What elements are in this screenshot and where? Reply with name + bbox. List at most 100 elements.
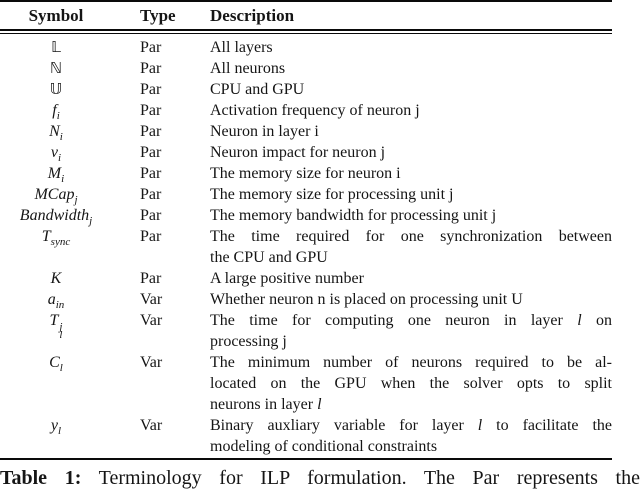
- description-line: located on the GPU when the solver opts …: [210, 375, 612, 392]
- description-line: The memory size for processing unit j: [210, 186, 454, 203]
- caption-text: Terminology for ILP formulation. The Par…: [98, 467, 640, 489]
- col-header-description: Description: [210, 6, 295, 25]
- symbol-base: T: [49, 312, 59, 329]
- type-cell: Par: [140, 39, 162, 56]
- symbol-cell: fi: [0, 100, 112, 122]
- description-cell: Neuron in layer i: [210, 121, 612, 142]
- description-line: The memory bandwidth for processing unit…: [210, 207, 497, 224]
- description-line: Whether neuron n is placed on processing…: [210, 291, 523, 308]
- description-cell: The minimum number of neurons required t…: [210, 352, 612, 415]
- caption-label: Table 1:: [0, 467, 82, 489]
- symbol-subscript: j: [89, 215, 93, 227]
- col-header-symbol: Symbol: [28, 6, 84, 25]
- symbol-subscript: i: [61, 173, 65, 185]
- table-top-rule: [0, 0, 612, 2]
- symbol-base: K: [50, 270, 62, 287]
- type-cell: Par: [140, 144, 162, 161]
- symbol-subscript: j: [74, 194, 78, 206]
- description-line: All neurons: [210, 60, 286, 77]
- symbol-cell: vi: [0, 142, 112, 164]
- symbol-subscript: in: [55, 299, 65, 311]
- type-cell: Par: [140, 165, 162, 182]
- type-cell: Var: [140, 312, 163, 329]
- type-cell: Par: [140, 81, 162, 98]
- description-line: Activation frequency of neuron j: [210, 102, 420, 119]
- table-row: K Par A large positive number: [0, 268, 640, 289]
- symbol-cell: Bandwidthj: [0, 205, 112, 227]
- symbol-base: N: [49, 123, 60, 140]
- description-line: Binary auxliary variable for layer l to …: [210, 417, 613, 434]
- description-cell: The memory bandwidth for processing unit…: [210, 205, 612, 226]
- symbol-superscript: j: [59, 321, 63, 333]
- symbol-base: M: [47, 165, 62, 182]
- symbol-cell: 𝕃: [0, 37, 112, 58]
- type-cell: Par: [140, 102, 162, 119]
- description-line: neurons in layer l: [210, 396, 322, 413]
- symbol-base: 𝕃: [51, 38, 61, 56]
- description-line: Neuron in layer i: [210, 123, 319, 140]
- table-row: 𝕃 Par All layers: [0, 37, 640, 58]
- symbol-cell: 𝕌: [0, 79, 112, 100]
- description-line: A large positive number: [210, 270, 364, 287]
- type-cell: Par: [140, 60, 162, 77]
- table-row: MCapj Par The memory size for processing u…: [0, 184, 640, 206]
- description-line: processing j: [210, 333, 287, 350]
- symbol-base: C: [49, 354, 60, 371]
- table-header-row: Symbol Type Description: [0, 2, 640, 29]
- symbol-base: f: [52, 102, 57, 119]
- table-caption: Table 1: Terminology for ILP formulation…: [0, 466, 640, 491]
- table-row: Tsync Par The time required for one synchr…: [0, 226, 640, 268]
- table-row: vi Par Neuron impact for neuron j: [0, 142, 640, 164]
- description-cell: The time for computing one neuron in lay…: [210, 310, 612, 352]
- symbol-cell: Tsync: [0, 226, 112, 248]
- table-row: yl Var Binary auxliary variable for layer …: [0, 415, 640, 457]
- description-line: Neuron impact for neuron j: [210, 144, 386, 161]
- table-row: ain Var Whether neuron n is placed on proc…: [0, 289, 640, 311]
- description-line: The time for computing one neuron in lay…: [210, 312, 613, 329]
- symbol-cell: Ni: [0, 121, 112, 143]
- description-cell: The memory size for processing unit j: [210, 184, 612, 205]
- description-line: All layers: [210, 39, 273, 56]
- symbol-base: MCap: [34, 186, 75, 203]
- type-cell: Par: [140, 270, 162, 287]
- type-cell: Var: [140, 291, 163, 308]
- symbol-cell: yl: [0, 415, 112, 437]
- symbol-subscript: i: [58, 152, 62, 164]
- type-cell: Par: [140, 186, 162, 203]
- description-cell: CPU and GPU: [210, 79, 612, 100]
- table-row: fi Par Activation frequency of neuron j: [0, 100, 640, 122]
- symbol-subscript: i: [56, 110, 60, 122]
- description-cell: All layers: [210, 37, 612, 58]
- description-line: modeling of conditional constraints: [210, 438, 438, 455]
- symbol-base: 𝕌: [49, 80, 63, 98]
- symbol-subscript: l: [58, 425, 62, 437]
- description-cell: The time required for one synchronizatio…: [210, 226, 612, 268]
- type-cell: Var: [140, 354, 163, 371]
- symbol-subscript: l: [59, 362, 63, 374]
- table-header-double-rule: [0, 29, 612, 34]
- description-cell: Binary auxliary variable for layer l to …: [210, 415, 612, 457]
- type-cell: Par: [140, 228, 162, 245]
- table-bottom-rule: [0, 458, 612, 460]
- symbol-base: v: [50, 144, 59, 161]
- description-line: The minimum number of neurons required t…: [210, 354, 612, 371]
- description-cell: Neuron impact for neuron j: [210, 142, 612, 163]
- type-cell: Var: [140, 417, 163, 434]
- description-cell: Whether neuron n is placed on processing…: [210, 289, 612, 310]
- symbol-cell: K: [0, 268, 112, 289]
- description-cell: All neurons: [210, 58, 612, 79]
- symbol-cell: ain: [0, 289, 112, 311]
- symbol-cell: ℕ: [0, 58, 112, 79]
- description-cell: Activation frequency of neuron j: [210, 100, 612, 121]
- symbol-cell: Cl: [0, 352, 112, 374]
- description-line: The memory size for neuron i: [210, 165, 401, 182]
- symbol-base: T: [41, 228, 51, 245]
- description-line: CPU and GPU: [210, 81, 305, 98]
- table-row: Cl Var The minimum number of neurons requi…: [0, 352, 640, 415]
- symbol-subscript: l: [59, 329, 63, 341]
